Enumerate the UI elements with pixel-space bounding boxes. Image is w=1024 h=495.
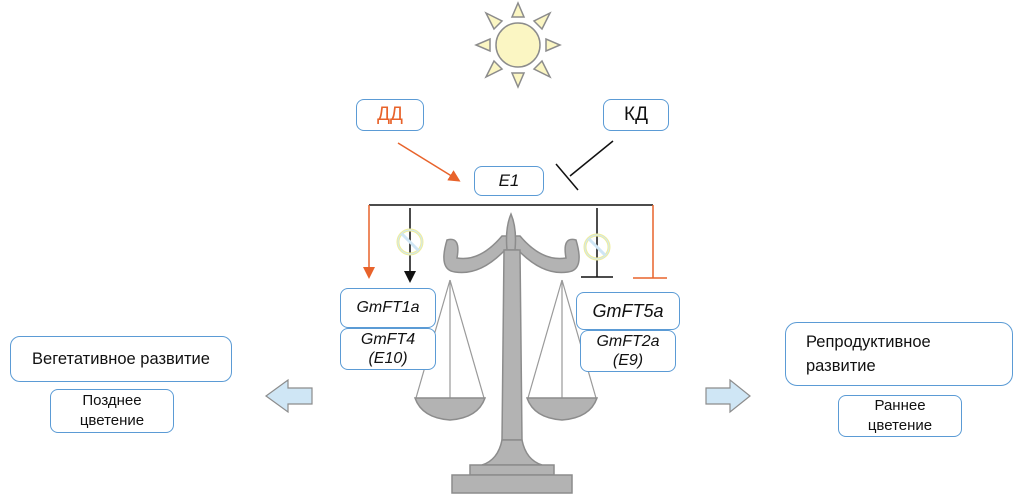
- early-flowering-box: Раннее цветение: [838, 395, 962, 437]
- vegetative-development-box: Вегетативное развитие: [10, 336, 232, 382]
- blocked-icon-left: [396, 228, 424, 256]
- gmft4-label: GmFT4: [360, 331, 416, 348]
- vegetative-development-label: Вегетативное развитие: [32, 349, 210, 368]
- gmft5a-box: GmFT5a: [576, 292, 680, 330]
- e10-label: (E10): [368, 350, 408, 367]
- reproductive-development-box: Репродуктивное развитие: [785, 322, 1013, 386]
- gmft1a-box: GmFT1a: [340, 288, 436, 328]
- short-day-inhibition: [555, 140, 614, 191]
- late-flowering-line2: цветение: [79, 412, 145, 429]
- reproductive-development-line1: Репродуктивное: [806, 333, 931, 351]
- early-flowering-line2: цветение: [867, 417, 933, 434]
- left-direction-arrow: [264, 378, 313, 414]
- e1-gene-box: E1: [474, 166, 544, 196]
- short-day-box: КД: [603, 99, 669, 131]
- late-flowering-box: Позднее цветение: [50, 389, 174, 433]
- e1-gene-label: E1: [498, 171, 520, 190]
- sun-icon: [474, 1, 562, 89]
- gmft2a-label: GmFT2a: [596, 333, 660, 350]
- gmft2a-box: GmFT2a (E9): [580, 330, 676, 372]
- blocked-icon-right: [583, 233, 611, 261]
- gmft1a-label: GmFT1a: [356, 299, 420, 316]
- long-day-box: ДД: [356, 99, 424, 131]
- gmft5a-label: GmFT5a: [592, 300, 664, 321]
- e1-right-orange-inhibition: [633, 205, 667, 279]
- late-flowering-line1: Позднее: [82, 392, 142, 409]
- early-flowering-line1: Раннее: [874, 397, 926, 414]
- right-direction-arrow: [705, 378, 751, 414]
- e1-right-black-inhibition: [581, 208, 613, 278]
- balance-scale-icon: [413, 212, 599, 494]
- gmft4-box: GmFT4 (E10): [340, 328, 436, 370]
- long-day-activation-arrow: [397, 142, 461, 182]
- e9-label: (E9): [612, 352, 644, 369]
- long-day-label: ДД: [377, 104, 403, 125]
- short-day-label: КД: [624, 104, 648, 125]
- reproductive-development-line2: развитие: [806, 357, 876, 375]
